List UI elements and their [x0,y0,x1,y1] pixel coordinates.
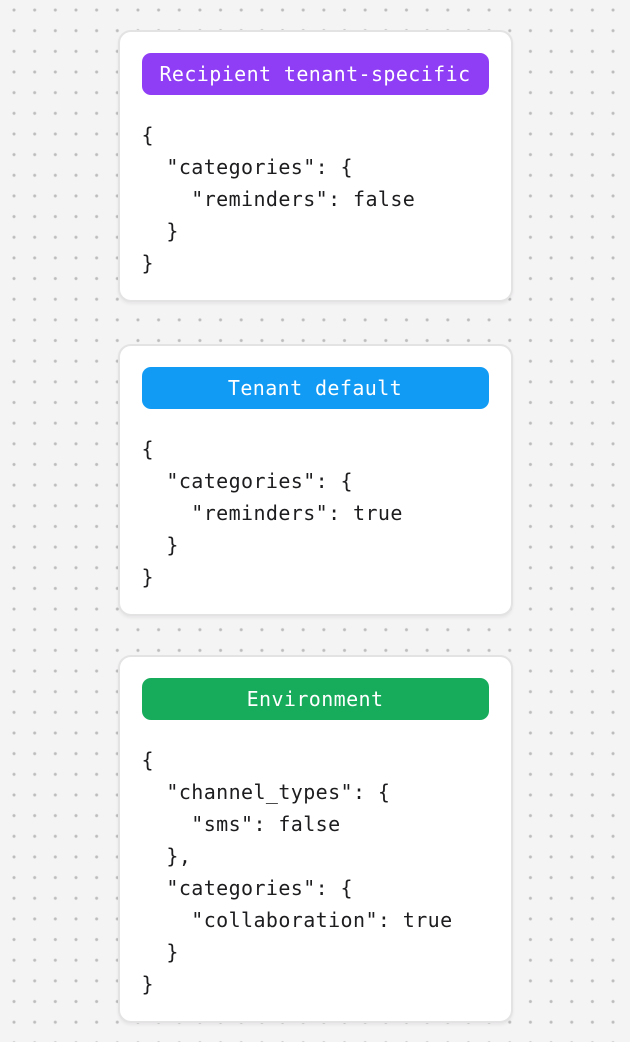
recipient-tenant-specific-badge: Recipient tenant-specific [141,53,489,95]
tenant-default-badge: Tenant default [141,367,489,409]
recipient-tenant-specific-json-code: { "categories": { "reminders": false } } [141,123,416,275]
card-recipient-tenant-specific: Recipient tenant-specific { "categories"… [117,30,513,302]
card-tenant-default: Tenant default { "categories": { "remind… [117,344,513,616]
environment-badge: Environment [141,678,489,720]
tenant-default-json-code: { "categories": { "reminders": true } } [141,437,403,589]
environment-json-code: { "channel_types": { "sms": false }, "ca… [141,748,453,996]
card-environment: Environment { "channel_types": { "sms": … [117,655,513,1023]
